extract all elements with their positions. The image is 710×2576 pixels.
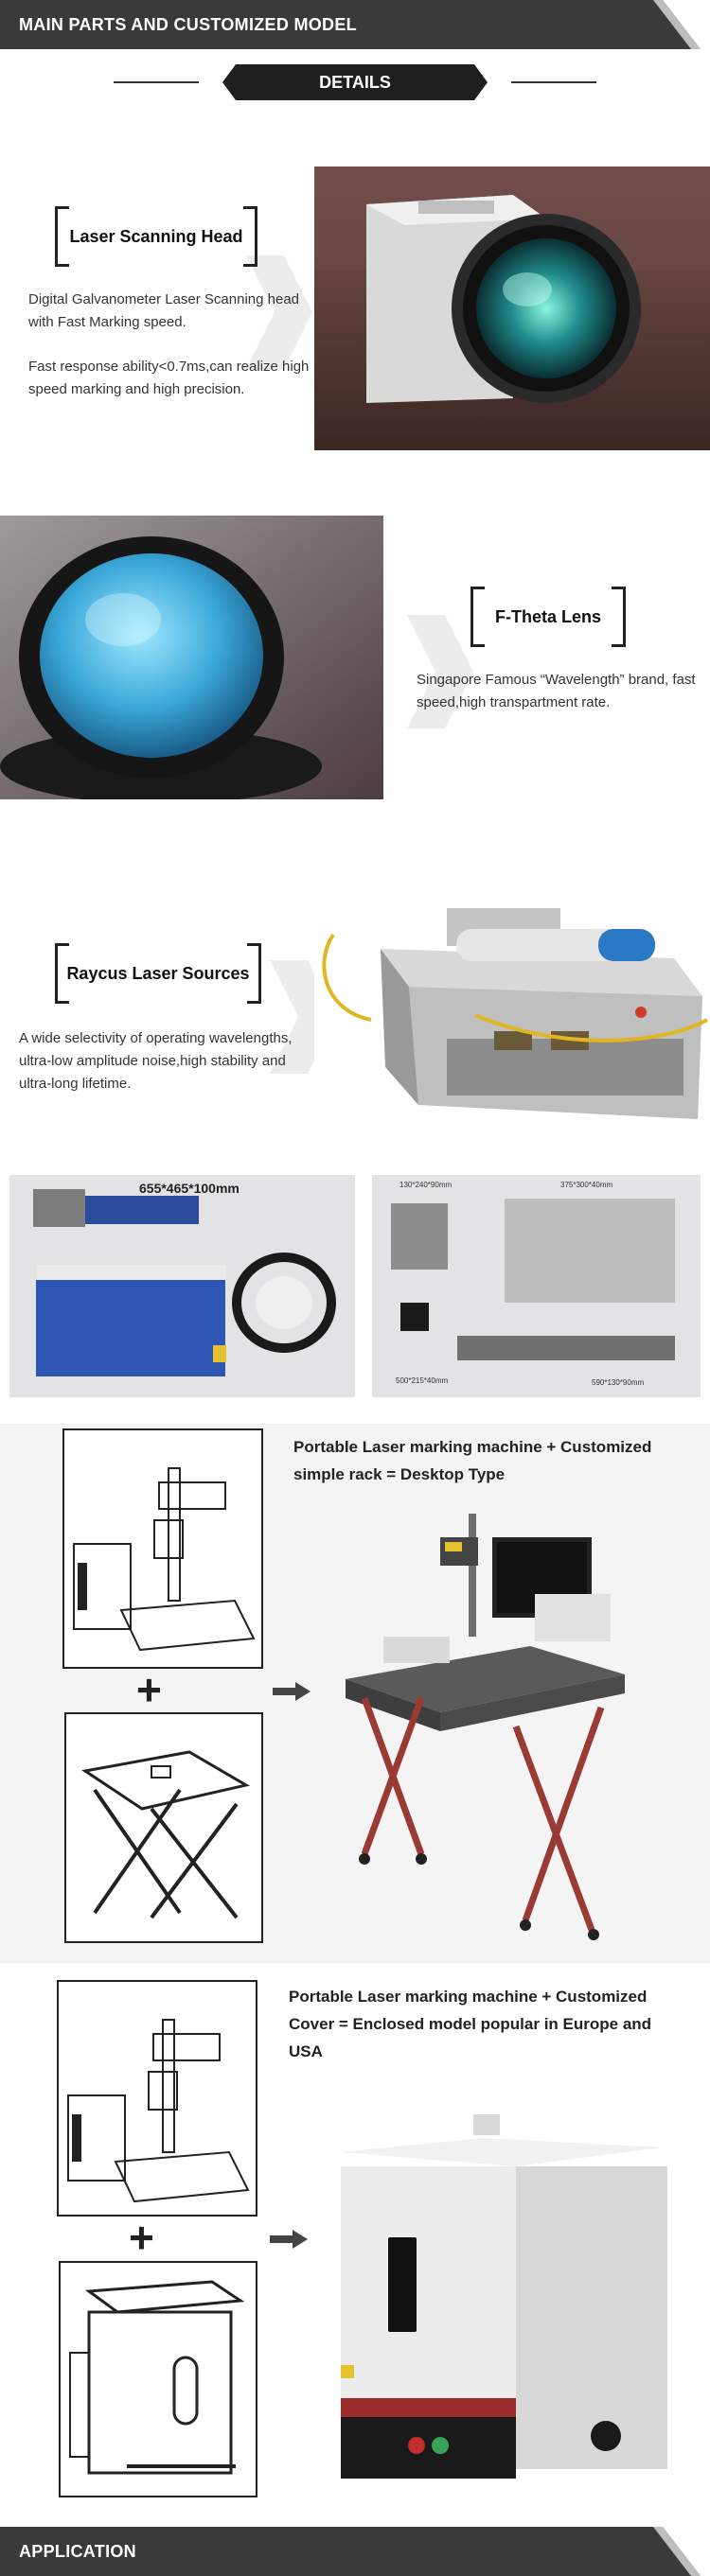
packing-photo-left bbox=[9, 1175, 355, 1397]
packing-dimension-3: 500*215*40mm bbox=[396, 1376, 449, 1385]
f-theta-lens-photo bbox=[0, 516, 383, 799]
scanning-head-desc-1: Digital Galvanometer Laser Scanning head… bbox=[28, 291, 300, 330]
divider-right bbox=[511, 81, 596, 83]
f-theta-title: F-Theta Lens bbox=[494, 606, 601, 626]
section-title: MAIN PARTS AND CUSTOMIZED MODEL bbox=[19, 15, 357, 34]
section-title: APPLICATION bbox=[19, 2542, 136, 2561]
arrow-right-icon bbox=[270, 2230, 308, 2249]
f-theta-desc: Singapore Famous “Wavelength” brand, fas… bbox=[417, 672, 696, 710]
desktop-type-photo bbox=[327, 1495, 686, 1958]
section-header-application: APPLICATION bbox=[0, 2527, 701, 2576]
packing-dimension-1: 130*240*90mm bbox=[399, 1181, 453, 1189]
scanning-head-title-box: Laser Scanning Head bbox=[55, 206, 257, 267]
section-header-main-parts: MAIN PARTS AND CUSTOMIZED MODEL bbox=[0, 0, 701, 49]
scanning-head-title: Laser Scanning Head bbox=[69, 226, 243, 246]
divider-left bbox=[114, 81, 199, 83]
raycus-title-box: Raycus Laser Sources bbox=[55, 943, 261, 1004]
desktop-type-caption: Portable Laser marking machine + Customi… bbox=[293, 1438, 652, 1483]
raycus-laser-source-photo bbox=[314, 906, 710, 1133]
scanning-head-desc-2: Fast response ability<0.7ms,can realize … bbox=[28, 359, 310, 397]
rack-drawing bbox=[64, 1712, 263, 1943]
raycus-desc: A wide selectivity of operating waveleng… bbox=[19, 1030, 293, 1092]
packing-dimension-2: 375*300*40mm bbox=[560, 1181, 613, 1189]
scanning-head-photo bbox=[314, 166, 710, 450]
portable-machine-drawing bbox=[62, 1428, 263, 1669]
arrow-right-icon bbox=[273, 1682, 311, 1701]
plus-sign: + bbox=[136, 1665, 162, 1714]
packing-dimension-4: 590*130*90mm bbox=[592, 1378, 645, 1387]
enclosed-type-photo bbox=[322, 2095, 686, 2493]
details-banner: DETAILS bbox=[222, 64, 488, 100]
portable-machine-drawing bbox=[57, 1980, 257, 2217]
enclosure-drawing bbox=[59, 2261, 257, 2497]
f-theta-title-box: F-Theta Lens bbox=[470, 587, 626, 647]
packing-dimension-left: 655*465*100mm bbox=[139, 1181, 240, 1196]
packing-photo-right bbox=[372, 1175, 701, 1397]
plus-sign: + bbox=[129, 2213, 154, 2262]
enclosed-type-caption: Portable Laser marking machine + Customi… bbox=[289, 1988, 652, 2060]
raycus-title: Raycus Laser Sources bbox=[66, 963, 250, 983]
